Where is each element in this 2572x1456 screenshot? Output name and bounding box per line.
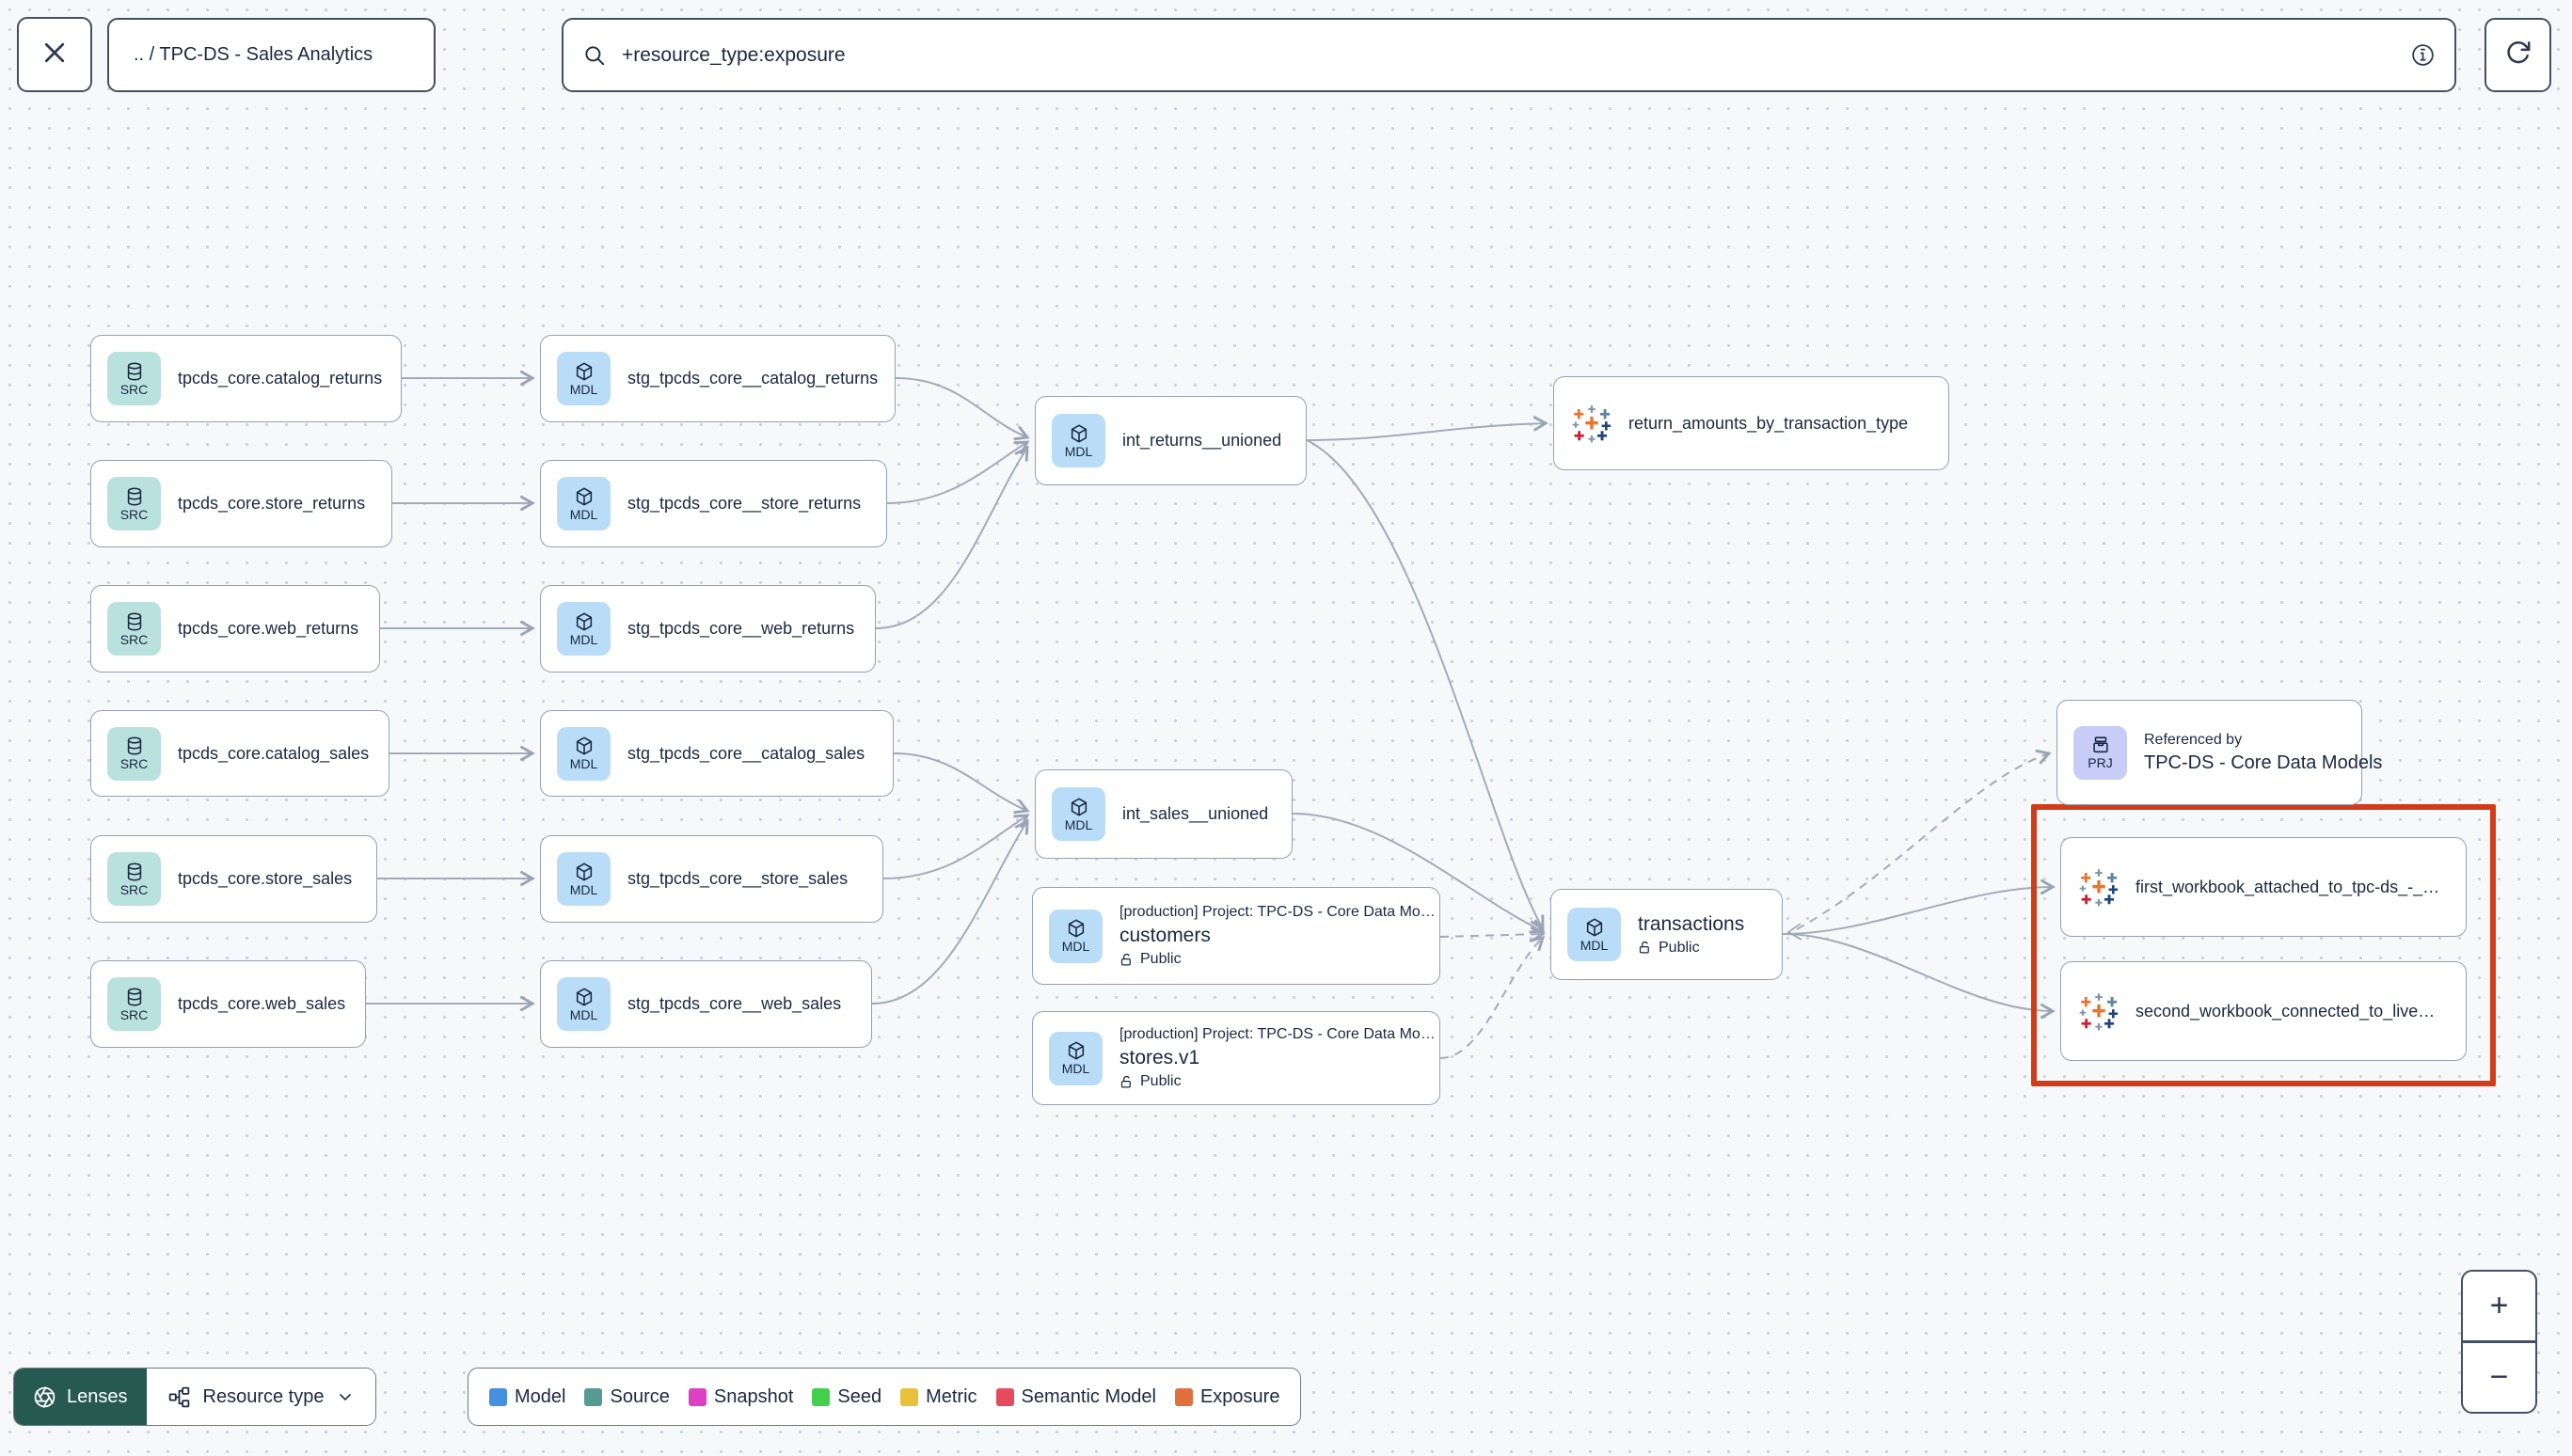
legend-item-seed: Seed: [812, 1386, 881, 1408]
unlock-icon: [1638, 941, 1652, 955]
source-swatch: [584, 1387, 603, 1406]
unlock-icon: [1119, 953, 1134, 967]
project-name: TPC-DS - Core Data Models: [2144, 752, 2383, 773]
zoom-divider: [2463, 1340, 2535, 1343]
source-badge: SRC: [107, 726, 161, 781]
search-input[interactable]: [620, 42, 2397, 68]
access-label: Public: [1638, 940, 1744, 957]
node-stores-v1[interactable]: MDL [production] Project: TPC-DS - Core …: [1032, 1011, 1440, 1105]
search-icon: [582, 43, 607, 68]
legend-item-semantic-model: Semantic Model: [995, 1386, 1156, 1408]
model-badge: MDL: [557, 726, 611, 781]
breadcrumb[interactable]: .. / TPC-DS - Sales Analytics: [107, 18, 436, 92]
node-tpcds-core-store-returns[interactable]: SRC tpcds_core.store_returns: [90, 460, 392, 547]
metric-swatch: [900, 1387, 919, 1406]
node-tpcds-core-web-sales[interactable]: SRC tpcds_core.web_sales: [90, 960, 366, 1048]
node-tpcds-core-catalog-sales[interactable]: SRC tpcds_core.catalog_sales: [90, 710, 389, 797]
node-int-sales-unioned[interactable]: MDL int_sales__unioned: [1035, 769, 1293, 859]
node-stg-tpcds-core-web-sales[interactable]: MDL stg_tpcds_core__web_sales: [540, 960, 872, 1048]
model-badge: MDL: [1049, 1031, 1103, 1085]
source-badge: SRC: [107, 852, 161, 906]
semantic-model-swatch: [995, 1387, 1014, 1406]
lens-selector-resource-type[interactable]: Resource type: [146, 1369, 376, 1425]
node-referenced-by-project[interactable]: PRJ Referenced by TPC-DS - Core Data Mod…: [2056, 700, 2383, 805]
node-first-workbook-exposure[interactable]: first_workbook_attached_to_tpc-ds_-_…: [2060, 837, 2467, 937]
access-label: Public: [1119, 951, 1426, 968]
model-swatch: [489, 1387, 507, 1406]
model-badge: MDL: [557, 977, 611, 1031]
node-tpcds-core-store-sales[interactable]: SRC tpcds_core.store_sales: [90, 835, 377, 923]
model-name: customers: [1119, 925, 1211, 946]
source-badge: SRC: [107, 477, 161, 530]
tableau-icon: [2079, 869, 2119, 907]
close-icon: [40, 39, 69, 71]
legend-item-exposure: Exposure: [1174, 1386, 1279, 1408]
legend-item-snapshot: Snapshot: [688, 1386, 793, 1408]
zoom-out-button[interactable]: −: [2489, 1358, 2509, 1395]
node-customers[interactable]: MDL [production] Project: TPC-DS - Core …: [1032, 887, 1440, 985]
legend-item-metric: Metric: [900, 1386, 977, 1408]
zoom-controls: + −: [2461, 1270, 2537, 1414]
resource-type-icon: [167, 1385, 191, 1409]
aperture-icon: [33, 1385, 56, 1409]
model-badge: MDL: [1049, 909, 1103, 963]
node-second-workbook-exposure[interactable]: second_workbook_connected_to_live…: [2060, 961, 2467, 1061]
selection-highlight-box: [2031, 804, 2496, 1086]
lenses-bar: Lenses Resource type: [13, 1368, 377, 1426]
chevron-down-icon: [336, 1387, 355, 1406]
model-badge: MDL: [1052, 414, 1105, 467]
refresh-icon: [2504, 39, 2532, 71]
referenced-by-title: Referenced by: [2144, 731, 2243, 748]
model-name: transactions: [1638, 912, 1745, 935]
node-stg-tpcds-core-catalog-sales[interactable]: MDL stg_tpcds_core__catalog_sales: [540, 710, 894, 797]
lenses-button[interactable]: Lenses: [14, 1369, 147, 1425]
tableau-icon: [1572, 405, 1611, 443]
breadcrumb-label: .. / TPC-DS - Sales Analytics: [134, 44, 373, 65]
node-stg-tpcds-core-store-returns[interactable]: MDL stg_tpcds_core__store_returns: [540, 460, 887, 547]
legend-item-source: Source: [584, 1386, 670, 1408]
model-badge: MDL: [557, 602, 611, 656]
info-icon[interactable]: [2410, 42, 2436, 68]
refresh-button[interactable]: [2485, 18, 2551, 92]
snapshot-swatch: [688, 1387, 707, 1406]
node-tpcds-core-catalog-returns[interactable]: SRC tpcds_core.catalog_returns: [90, 335, 402, 422]
source-badge: SRC: [107, 352, 161, 405]
source-badge: SRC: [107, 977, 161, 1031]
node-int-returns-unioned[interactable]: MDL int_returns__unioned: [1035, 396, 1307, 485]
model-badge: MDL: [557, 352, 611, 405]
model-badge: MDL: [557, 852, 611, 906]
model-badge: MDL: [1567, 908, 1621, 961]
node-tpcds-core-web-returns[interactable]: SRC tpcds_core.web_returns: [90, 585, 380, 673]
node-stg-tpcds-core-store-sales[interactable]: MDL stg_tpcds_core__store_sales: [540, 835, 883, 923]
model-badge: MDL: [1052, 787, 1105, 841]
zoom-in-button[interactable]: +: [2489, 1288, 2509, 1324]
search-bar: [562, 18, 2456, 92]
node-stg-tpcds-core-web-returns[interactable]: MDL stg_tpcds_core__web_returns: [540, 585, 876, 673]
tableau-icon: [2079, 993, 2119, 1031]
node-stg-tpcds-core-catalog-returns[interactable]: MDL stg_tpcds_core__catalog_returns: [540, 335, 896, 422]
model-name: stores.v1: [1119, 1047, 1200, 1068]
source-badge: SRC: [107, 602, 161, 656]
project-label: [production] Project: TPC-DS - Core Data…: [1119, 904, 1436, 920]
node-transactions[interactable]: MDL transactions Public: [1550, 889, 1783, 980]
close-button[interactable]: [17, 17, 92, 92]
access-label: Public: [1119, 1073, 1426, 1090]
unlock-icon: [1119, 1075, 1134, 1089]
exposure-swatch: [1174, 1387, 1193, 1406]
resource-type-legend: Model Source Snapshot Seed Metric Semant…: [468, 1368, 1302, 1426]
project-badge: PRJ: [2073, 725, 2127, 780]
legend-item-model: Model: [489, 1386, 565, 1408]
model-badge: MDL: [557, 477, 611, 530]
seed-swatch: [812, 1387, 831, 1406]
project-label: [production] Project: TPC-DS - Core Data…: [1119, 1026, 1436, 1042]
node-return-amounts-by-transaction-type[interactable]: return_amounts_by_transaction_type: [1553, 376, 1949, 470]
